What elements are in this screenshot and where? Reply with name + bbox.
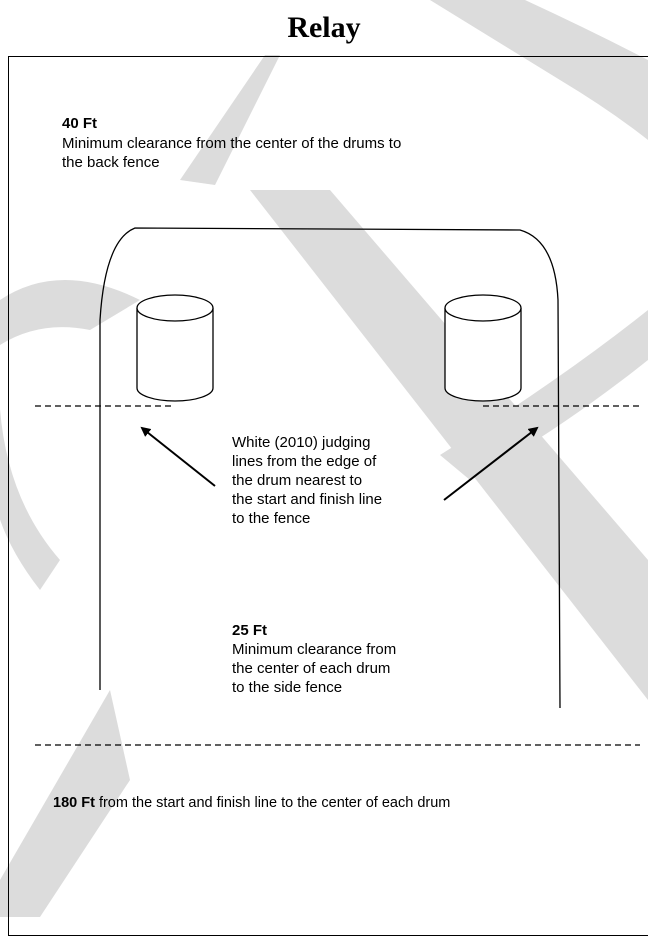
start-distance-description: from the start and finish line to the ce… [94,795,451,811]
judging-lines-text-2: lines from the edge of [232,453,377,470]
start-distance-label: 180 Ft [53,795,95,811]
watermark-arc-left-lower [0,345,60,590]
watermark-wedge-bottom [0,690,130,917]
watermark-sweep-right [440,310,648,480]
side-clearance-label: 25 Ft [232,622,268,639]
watermark-graphic [0,0,648,917]
watermark-arc-left [0,280,140,345]
relay-diagram [35,227,640,746]
arrow-right [443,426,539,501]
side-clearance-text-3: to the side fence [232,679,343,696]
judging-lines-text-3: the drum nearest to [232,472,363,489]
judging-lines-text-1: White (2010) judging [232,434,371,451]
watermark-band-middle [250,190,648,700]
judging-lines-text-5: to the fence [232,510,311,527]
run-path [99,227,561,709]
back-clearance-text-2: the back fence [62,154,160,171]
drum-left [136,294,214,402]
drum-right [444,294,522,402]
start-distance-text: 180 Ft from the start and finish line to… [53,794,450,813]
back-clearance-text-1: Minimum clearance from the center of the… [62,135,402,152]
arrow-left [140,426,216,487]
side-clearance-text-2: the center of each drum [232,660,391,677]
judging-lines-text-4: the start and finish line [232,491,383,508]
watermark-wedge-top [180,55,280,185]
watermark-swoosh-upper [430,0,648,140]
back-clearance-label: 40 Ft [62,115,98,132]
side-clearance-text-1: Minimum clearance from [232,641,397,658]
page-title: Relay [287,11,361,44]
